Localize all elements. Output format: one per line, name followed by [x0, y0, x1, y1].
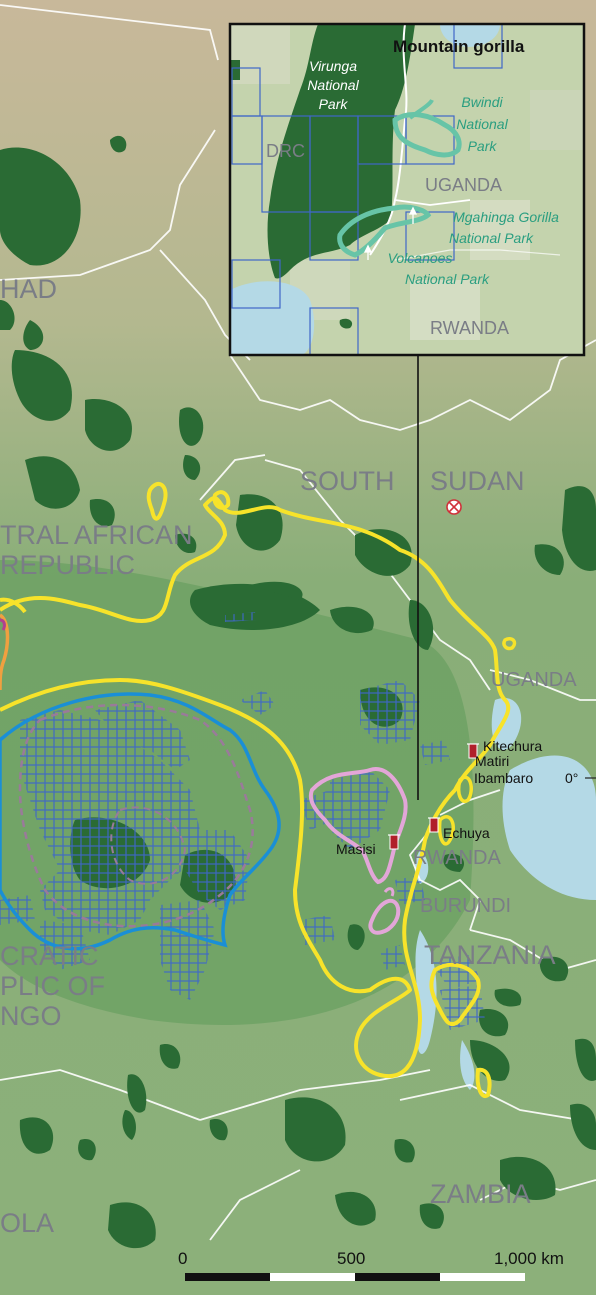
- label-south-sudan-1: SOUTH: [300, 466, 395, 496]
- volcanoes-park-outline: [337, 204, 432, 258]
- label-matiri: Matiri: [475, 753, 509, 769]
- virunga-park: [267, 24, 415, 279]
- scale-tick-1000: 1,000 km: [494, 1249, 564, 1268]
- bwindi-park-outline: [392, 112, 462, 158]
- mgahinga-label-1: Mgahinga Gorilla: [453, 209, 559, 225]
- label-ibambaro: Ibambaro: [474, 770, 533, 786]
- virunga-label-1: Virunga: [309, 58, 357, 74]
- volcanoes-label-2: National Park: [405, 271, 490, 287]
- grauers-gorilla-range: [308, 767, 408, 885]
- lakes: [414, 698, 596, 1090]
- label-south-sudan-2: SUDAN: [430, 466, 525, 496]
- bwindi-label-3: Park: [468, 138, 498, 154]
- label-car-2: REPUBLIC: [0, 550, 135, 580]
- label-equator: 0°: [565, 770, 578, 786]
- volcanoes-label-1: Volcanoes: [388, 250, 453, 266]
- echuya-marker: [429, 817, 439, 833]
- label-drc-1: CRATIC: [0, 941, 99, 971]
- label-chad: HAD: [0, 274, 57, 304]
- inset-title: Mountain gorilla: [393, 37, 525, 56]
- label-echuya: Echuya: [443, 825, 490, 841]
- western-gorilla-range: [0, 692, 281, 951]
- mgahinga-label-2: National Park: [449, 230, 534, 246]
- label-masisi: Masisi: [336, 841, 376, 857]
- bwindi-label-1: Bwindi: [461, 94, 503, 110]
- virunga-label-3: Park: [319, 96, 349, 112]
- label-burundi: BURUNDI: [420, 895, 511, 917]
- scale-tick-500: 500: [337, 1249, 365, 1268]
- country-borders: [0, 4, 596, 1241]
- bwindi-label-2: National: [456, 116, 508, 132]
- label-drc-2: PLIC OF: [0, 971, 105, 1001]
- label-drc-3: NGO: [0, 1001, 62, 1031]
- label-uganda: UGANDA: [491, 669, 577, 691]
- label-angola: OLA: [0, 1208, 54, 1238]
- scale-bar: 0 500 1,000 km: [178, 1249, 564, 1281]
- virunga-label-2: National: [307, 77, 359, 93]
- label-kitechura: Kitechura: [483, 738, 542, 754]
- inset-label-drc: DRC: [266, 141, 305, 161]
- label-rwanda: RWANDA: [413, 847, 501, 869]
- inset-label-uganda: UGANDA: [425, 175, 502, 195]
- extinct-marker: [446, 499, 462, 515]
- mountain-gorilla-inset: Mountain gorilla DRC UGANDA RWANDA Virun…: [228, 22, 586, 357]
- scale-tick-0: 0: [178, 1249, 187, 1268]
- masisi-marker: [389, 834, 399, 850]
- survey-grid-cells: [0, 612, 485, 1030]
- label-tanzania: TANZANIA: [424, 940, 556, 970]
- label-zambia: ZAMBIA: [430, 1179, 531, 1209]
- label-car-1: TRAL AFRICAN: [0, 520, 193, 550]
- dashed-range-outline: [18, 703, 254, 928]
- inset-label-rwanda: RWANDA: [430, 318, 509, 338]
